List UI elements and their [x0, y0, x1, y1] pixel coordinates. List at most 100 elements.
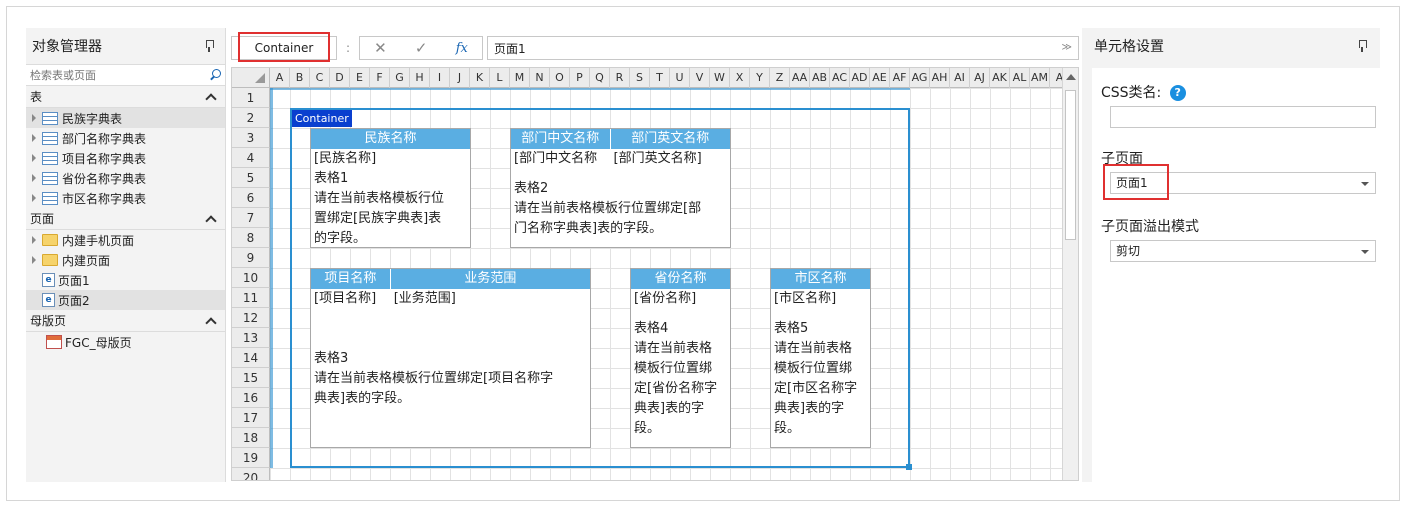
- column-header[interactable]: C: [310, 68, 330, 88]
- column-header[interactable]: AF: [890, 68, 910, 88]
- column-header[interactable]: W: [710, 68, 730, 88]
- tree-item[interactable]: 市区名称字典表: [26, 188, 225, 208]
- row-header[interactable]: 20: [232, 468, 270, 480]
- column-header[interactable]: Y: [750, 68, 770, 88]
- tree-item[interactable]: 民族字典表: [26, 108, 225, 128]
- tree-item[interactable]: FGC_母版页: [26, 332, 225, 352]
- column-header[interactable]: N: [530, 68, 550, 88]
- column-header[interactable]: K: [470, 68, 490, 88]
- section-pages[interactable]: 页面: [26, 208, 225, 230]
- row-header[interactable]: 3: [232, 128, 270, 148]
- column-header[interactable]: P: [570, 68, 590, 88]
- resize-handle[interactable]: [906, 464, 912, 470]
- section-tables[interactable]: 表: [26, 86, 225, 108]
- column-header[interactable]: I: [430, 68, 450, 88]
- scroll-up-icon[interactable]: [1066, 74, 1076, 80]
- tree-item[interactable]: 部门名称字典表: [26, 128, 225, 148]
- column-header[interactable]: AB: [810, 68, 830, 88]
- chevron-down-icon[interactable]: [1361, 250, 1369, 254]
- chevron-up-icon[interactable]: [205, 316, 217, 329]
- cancel-icon[interactable]: ✕: [374, 39, 387, 57]
- row-header[interactable]: 4: [232, 148, 270, 168]
- row-header[interactable]: 13: [232, 328, 270, 348]
- row-header[interactable]: 10: [232, 268, 270, 288]
- column-header[interactable]: R: [610, 68, 630, 88]
- expand-arrow-icon[interactable]: [32, 134, 36, 142]
- row-header[interactable]: 12: [232, 308, 270, 328]
- tree-item[interactable]: 内建页面: [26, 250, 225, 270]
- column-header[interactable]: AC: [830, 68, 850, 88]
- row-header[interactable]: 18: [232, 428, 270, 448]
- row-header[interactable]: 11: [232, 288, 270, 308]
- expand-arrow-icon[interactable]: [32, 114, 36, 122]
- column-header[interactable]: AK: [990, 68, 1010, 88]
- column-header[interactable]: X: [730, 68, 750, 88]
- column-header[interactable]: J: [450, 68, 470, 88]
- column-header[interactable]: AM: [1030, 68, 1050, 88]
- expand-arrow-icon[interactable]: [32, 194, 36, 202]
- row-header[interactable]: 2: [232, 108, 270, 128]
- chevron-up-icon[interactable]: [205, 214, 217, 227]
- column-header[interactable]: T: [650, 68, 670, 88]
- column-header[interactable]: Z: [770, 68, 790, 88]
- row-header[interactable]: 5: [232, 168, 270, 188]
- confirm-icon[interactable]: ✓: [414, 39, 428, 57]
- expand-chevron-icon[interactable]: ≫: [1061, 42, 1072, 53]
- chevron-down-icon[interactable]: [1361, 182, 1369, 186]
- column-header[interactable]: A: [270, 68, 290, 88]
- pin-icon[interactable]: [203, 39, 215, 53]
- pin-icon[interactable]: [1356, 39, 1368, 53]
- expand-arrow-icon[interactable]: [32, 154, 36, 162]
- row-header[interactable]: 16: [232, 388, 270, 408]
- scrollbar-thumb[interactable]: [1065, 90, 1076, 240]
- row-header[interactable]: 14: [232, 348, 270, 368]
- name-box[interactable]: Container: [231, 36, 337, 60]
- column-header[interactable]: U: [670, 68, 690, 88]
- table-3-template-row[interactable]: [项目名称] [业务范围]: [311, 289, 590, 309]
- row-header[interactable]: 9: [232, 248, 270, 268]
- formula-input[interactable]: 页面1 ≫: [487, 36, 1079, 60]
- tree-item[interactable]: 项目名称字典表: [26, 148, 225, 168]
- vertical-scrollbar[interactable]: [1062, 68, 1078, 480]
- expand-arrow-icon[interactable]: [32, 174, 36, 182]
- column-header[interactable]: AG: [910, 68, 930, 88]
- column-header[interactable]: M: [510, 68, 530, 88]
- column-header[interactable]: V: [690, 68, 710, 88]
- expand-arrow-icon[interactable]: [32, 236, 36, 244]
- row-header[interactable]: 7: [232, 208, 270, 228]
- column-header[interactable]: Q: [590, 68, 610, 88]
- table-2[interactable]: 部门中文名称 部门英文名称 [部门中文名称 [部门英文名称] 表格2 请在当前表…: [510, 128, 731, 248]
- row-header[interactable]: 17: [232, 408, 270, 428]
- column-header[interactable]: E: [350, 68, 370, 88]
- column-header[interactable]: AE: [870, 68, 890, 88]
- column-header[interactable]: H: [410, 68, 430, 88]
- row-header[interactable]: 15: [232, 368, 270, 388]
- column-header[interactable]: AD: [850, 68, 870, 88]
- row-header[interactable]: 1: [232, 88, 270, 108]
- column-header[interactable]: D: [330, 68, 350, 88]
- table-2-template-row[interactable]: [部门中文名称 [部门英文名称]: [511, 149, 730, 169]
- column-header[interactable]: AH: [930, 68, 950, 88]
- table-5-template-row[interactable]: [市区名称]: [771, 289, 870, 309]
- column-header[interactable]: G: [390, 68, 410, 88]
- row-header[interactable]: 6: [232, 188, 270, 208]
- table-1-template-row[interactable]: [民族名称]: [311, 149, 470, 169]
- search-input[interactable]: [30, 68, 200, 82]
- tree-item[interactable]: 内建手机页面: [26, 230, 225, 250]
- search-icon[interactable]: [209, 69, 221, 81]
- table-3[interactable]: 项目名称 业务范围 [项目名称] [业务范围] 表格3 请在当前表格模板行位置绑…: [310, 268, 591, 448]
- help-icon[interactable]: ?: [1169, 85, 1186, 101]
- table-4-template-row[interactable]: [省份名称]: [631, 289, 730, 309]
- column-header[interactable]: S: [630, 68, 650, 88]
- table-4[interactable]: 省份名称 [省份名称] 表格4 请在当前表格 模板行位置绑 定[省份名称字 典表…: [630, 268, 731, 448]
- column-header[interactable]: AL: [1010, 68, 1030, 88]
- css-class-input[interactable]: [1110, 106, 1376, 128]
- overflow-mode-select[interactable]: 剪切: [1110, 240, 1376, 262]
- column-header[interactable]: F: [370, 68, 390, 88]
- select-all-corner[interactable]: [232, 68, 270, 88]
- table-1[interactable]: 民族名称 [民族名称] 表格1 请在当前表格模板行位 置绑定[民族字典表]表 的…: [310, 128, 471, 248]
- expand-arrow-icon[interactable]: [32, 256, 36, 264]
